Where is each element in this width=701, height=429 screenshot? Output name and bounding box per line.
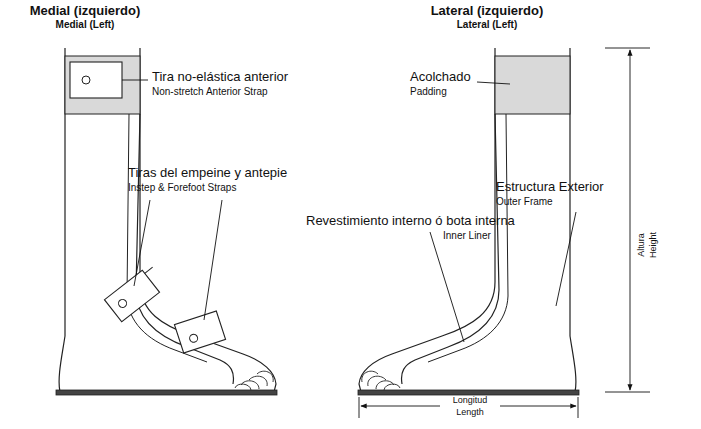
part-label: Inner Liner [443,230,491,241]
drawing-stroke [117,298,128,309]
dimension-tick [359,397,360,418]
rivet [82,76,90,84]
dimension-line [500,406,576,407]
drawing-stroke [174,311,225,353]
drawing-stroke [189,333,199,343]
part-label: Tira no-elástica anterior [152,70,288,84]
part-label: Height [649,232,659,258]
part-label: Acolchado [410,70,471,84]
part-label: Estructura Exterior [496,180,604,194]
dimension-line [630,50,631,390]
brace-figure [56,48,277,395]
part-label: Instep & Forefoot Straps [128,182,236,193]
part-label: Revestimiento interno ó bota interna [306,214,515,228]
drawing-stroke [145,267,153,273]
part-label: Lateral (izquierdo) [431,4,544,18]
leader-line [204,200,222,320]
dimension-tick [578,397,579,418]
dimension-tick [605,48,650,49]
instep-strap [104,264,167,322]
leader-line [122,80,148,81]
forefoot-strap [174,311,225,353]
leader-line [556,212,576,306]
leader-line [134,200,150,286]
height-dimension [605,48,650,392]
part-label: Longitud [453,396,488,406]
medial-view [56,48,277,395]
part-label: Medial (izquierdo) [30,4,141,18]
part-label: Medial (Left) [56,19,115,30]
dimension-line [361,406,440,407]
leader-lines [122,80,576,342]
part-label: Outer Frame [496,196,553,207]
part-label: Padding [410,86,447,97]
part-label: Non-stretch Anterior Strap [152,86,268,97]
part-label: Altura [637,233,647,257]
part-label: Tiras del empeine y antepie [128,166,287,180]
length-dimension [359,397,578,418]
part-label: Lateral (Left) [457,19,518,30]
leader-line [477,82,510,84]
drawing-stroke [104,270,159,322]
anterior-strap [70,62,122,98]
leader-line [430,232,464,342]
dimension-tick [605,392,650,393]
part-label: Length [456,408,484,418]
